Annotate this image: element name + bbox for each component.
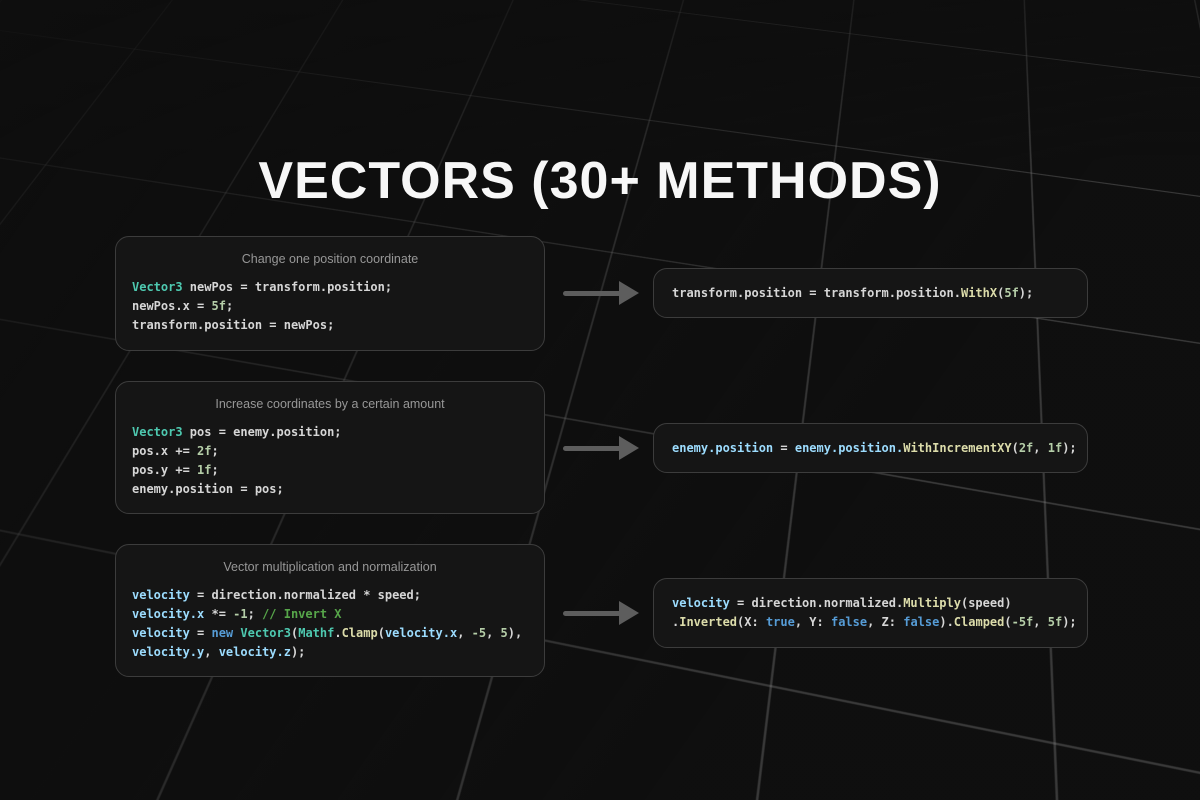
- code-line: enemy.position = enemy.position.WithIncr…: [672, 440, 1077, 455]
- code-line: velocity.x *= -1; // Invert X: [132, 607, 342, 621]
- code-line: transform.position = newPos;: [132, 318, 335, 332]
- arrow-line: [563, 610, 621, 616]
- code-block: enemy.position = enemy.position.WithIncr…: [672, 439, 1077, 458]
- code-block: Vector3 newPos = transform.position; newP…: [132, 278, 528, 335]
- arrow-right-icon: [563, 281, 641, 305]
- code-line: transform.position = transform.position.…: [672, 285, 1034, 300]
- card-header: Change one position coordinate: [241, 252, 419, 266]
- arrow-line: [563, 445, 621, 451]
- code-line: velocity = direction.normalized * speed;: [132, 588, 421, 602]
- code-card-change-position: Change one position coordinate Vector3 n…: [115, 236, 545, 351]
- code-card-withx-result: transform.position = transform.position.…: [653, 268, 1088, 318]
- arrow-right-icon: [563, 436, 641, 460]
- code-line: velocity = direction.normalized.Multiply…: [672, 596, 1012, 610]
- code-line: pos.y += 1f;: [132, 463, 219, 477]
- code-line: velocity.y, velocity.z);: [132, 645, 306, 659]
- arrow-head: [619, 601, 639, 625]
- code-line: newPos.x = 5f;: [132, 299, 234, 313]
- code-line: enemy.position = pos;: [132, 482, 284, 496]
- code-block: transform.position = transform.position.…: [672, 284, 1069, 303]
- code-line: Vector3 newPos = transform.position;: [132, 280, 393, 294]
- page-title: VECTORS (30+ METHODS): [258, 151, 942, 210]
- arrow-right-icon: [563, 601, 641, 625]
- code-line: velocity = new Vector3(Mathf.Clamp(veloc…: [132, 626, 523, 640]
- code-card-withincrementxy-result: enemy.position = enemy.position.WithIncr…: [653, 423, 1088, 473]
- arrow-head: [619, 436, 639, 460]
- code-card-multiplication-normalization: Vector multiplication and normalization …: [115, 544, 545, 677]
- arrow-line: [563, 290, 621, 296]
- arrow-head: [619, 281, 639, 305]
- card-header: Vector multiplication and normalization: [223, 560, 437, 574]
- code-card-chained-methods-result: velocity = direction.normalized.Multiply…: [653, 578, 1088, 648]
- code-line: .Inverted(X: true, Y: false, Z: false).C…: [672, 615, 1077, 629]
- code-block: velocity = direction.normalized.Multiply…: [672, 594, 1077, 632]
- card-header: Increase coordinates by a certain amount: [215, 397, 445, 411]
- code-block: velocity = direction.normalized * speed;…: [132, 586, 528, 662]
- code-line: Vector3 pos = enemy.position;: [132, 425, 342, 439]
- code-block: Vector3 pos = enemy.position; pos.x += 2f…: [132, 423, 528, 499]
- code-card-increase-coordinates: Increase coordinates by a certain amount…: [115, 381, 545, 514]
- code-line: pos.x += 2f;: [132, 444, 219, 458]
